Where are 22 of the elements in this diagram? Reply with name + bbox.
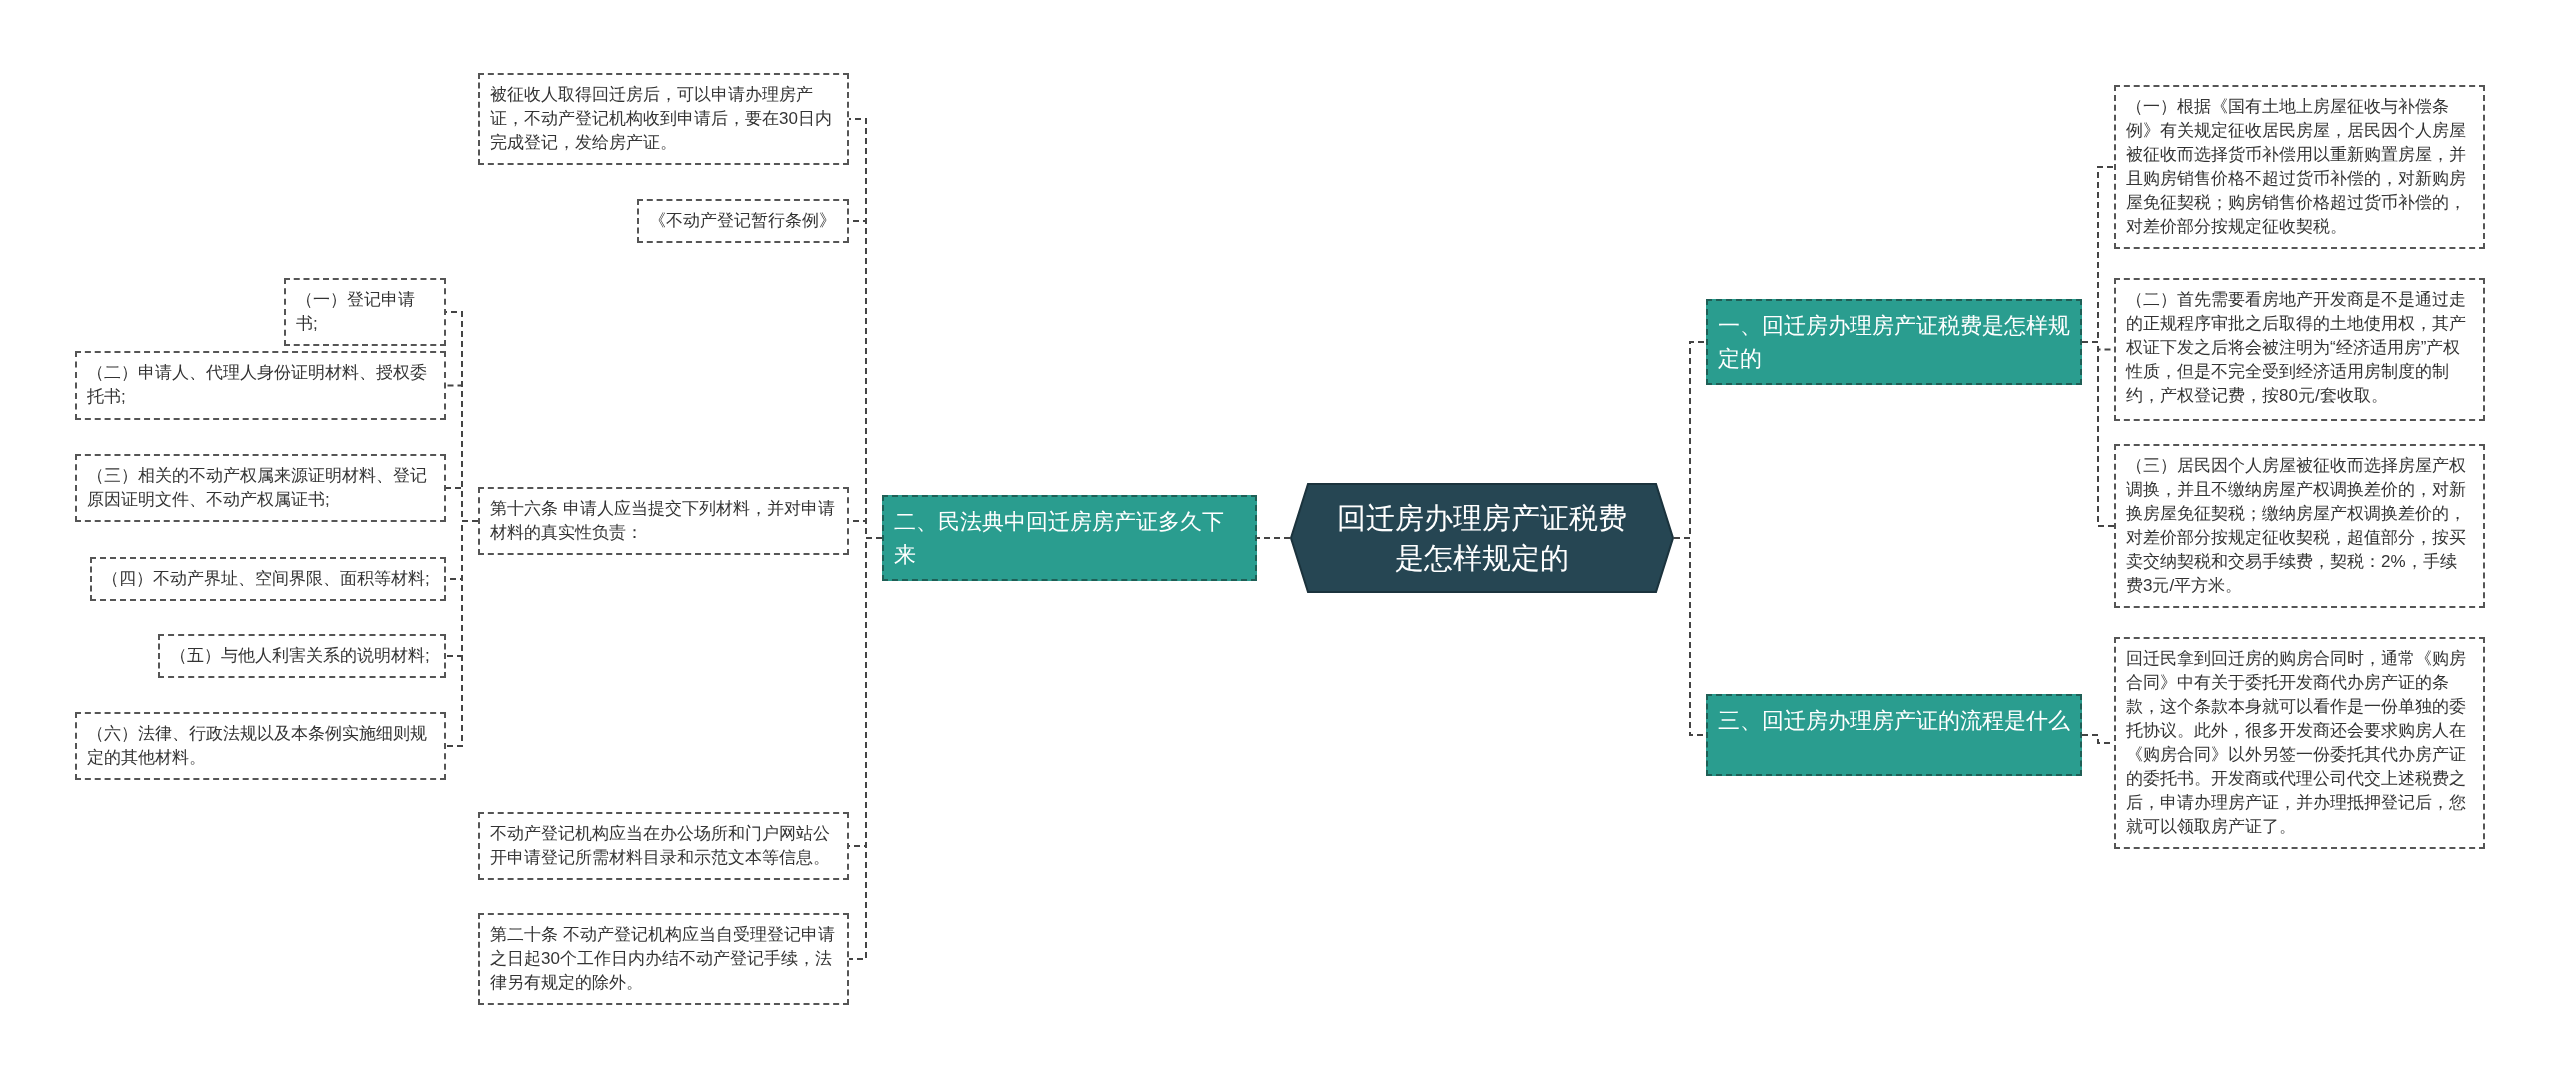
note-box: （二）申请人、代理人身份证明材料、授权委托书; — [75, 351, 446, 420]
note-box: （二）首先需要看房地产开发商是不是通过走的正规程序审批之后取得的土地使用权，其产权证下发之后将会被注明为“经济适用房”产权性质，但是不完全受到经济适用房制度的制约，产权登记费，按80元/套收取。 — [2114, 278, 2485, 421]
connector-line — [2081, 341, 2115, 527]
topic-box: 三、回迁房办理房产证的流程是什么 — [1706, 694, 2082, 776]
note-box: 不动产登记机构应当在办公场所和门户网站公开申请登记所需材料目录和示范文本等信息。 — [478, 812, 849, 880]
connector-line — [445, 520, 479, 747]
note-box: 第二十条 不动产登记机构应当自受理登记申请之日起30个工作日内办结不动产登记手续，法律另有规定的除外。 — [478, 913, 849, 1005]
topic-box: 一、回迁房办理房产证税费是怎样规定的 — [1706, 299, 2082, 385]
note-box: 回迁民拿到回迁房的购房合同时，通常《购房合同》中有关于委托开发商代办房产证的条款，这个条款本身就可以看作是一份单独的委托协议。此外，很多开发商还会要求购房人在《购房合同》以外另签一份委托其代办房产证的委托书。开发商或代理公司代交上述税费之后，申请办理房产证，并办理抵押登记后，您就可以领取房产证了。 — [2114, 637, 2485, 849]
topic-box: 二、民法典中回迁房房产证多久下来 — [882, 495, 1257, 581]
note-box: （三）居民因个人房屋被征收而选择房屋产权调换，并且不缴纳房屋产权调换差价的，对新换房屋免征契税；缴纳房屋产权调换差价的，对差价部分按规定征收契税，超值部分，按买卖交纳契税和交易手续费，契税：2%，手续费3元/平方米。 — [2114, 444, 2485, 608]
note-box: 第十六条 申请人应当提交下列材料，并对申请材料的真实性负责： — [478, 487, 849, 555]
central-topic-hexagon: 回迁房办理房产证税费是怎样规定的 — [1290, 483, 1674, 593]
note-box: （三）相关的不动产权属来源证明材料、登记原因证明文件、不动产权属证书; — [75, 454, 446, 522]
note-box: （一）根据《国有土地上房屋征收与补偿条例》有关规定征收居民房屋，居民因个人房屋被征收而选择货币补偿用以重新购置房屋，并且购房销售价格不超过货币补偿的，对新购房屋免征契税；购房销售价格超过货币补偿的，对差价部分按规定征收契税。 — [2114, 85, 2485, 249]
note-box: （一）登记申请书; — [284, 278, 446, 346]
note-box: （五）与他人利害关系的说明材料; — [158, 634, 446, 678]
note-box: 《不动产登记暂行条例》 — [637, 199, 849, 243]
note-box: （六）法律、行政法规以及本条例实施细则规定的其他材料。 — [75, 712, 446, 780]
connector-line — [1256, 537, 1291, 539]
note-box: 被征收人取得回迁房后，可以申请办理房产证，不动产登记机构收到申请后，要在30日内完成登记，发给房产证。 — [478, 73, 849, 165]
note-box: （四）不动产界址、空间界限、面积等材料; — [90, 557, 446, 601]
